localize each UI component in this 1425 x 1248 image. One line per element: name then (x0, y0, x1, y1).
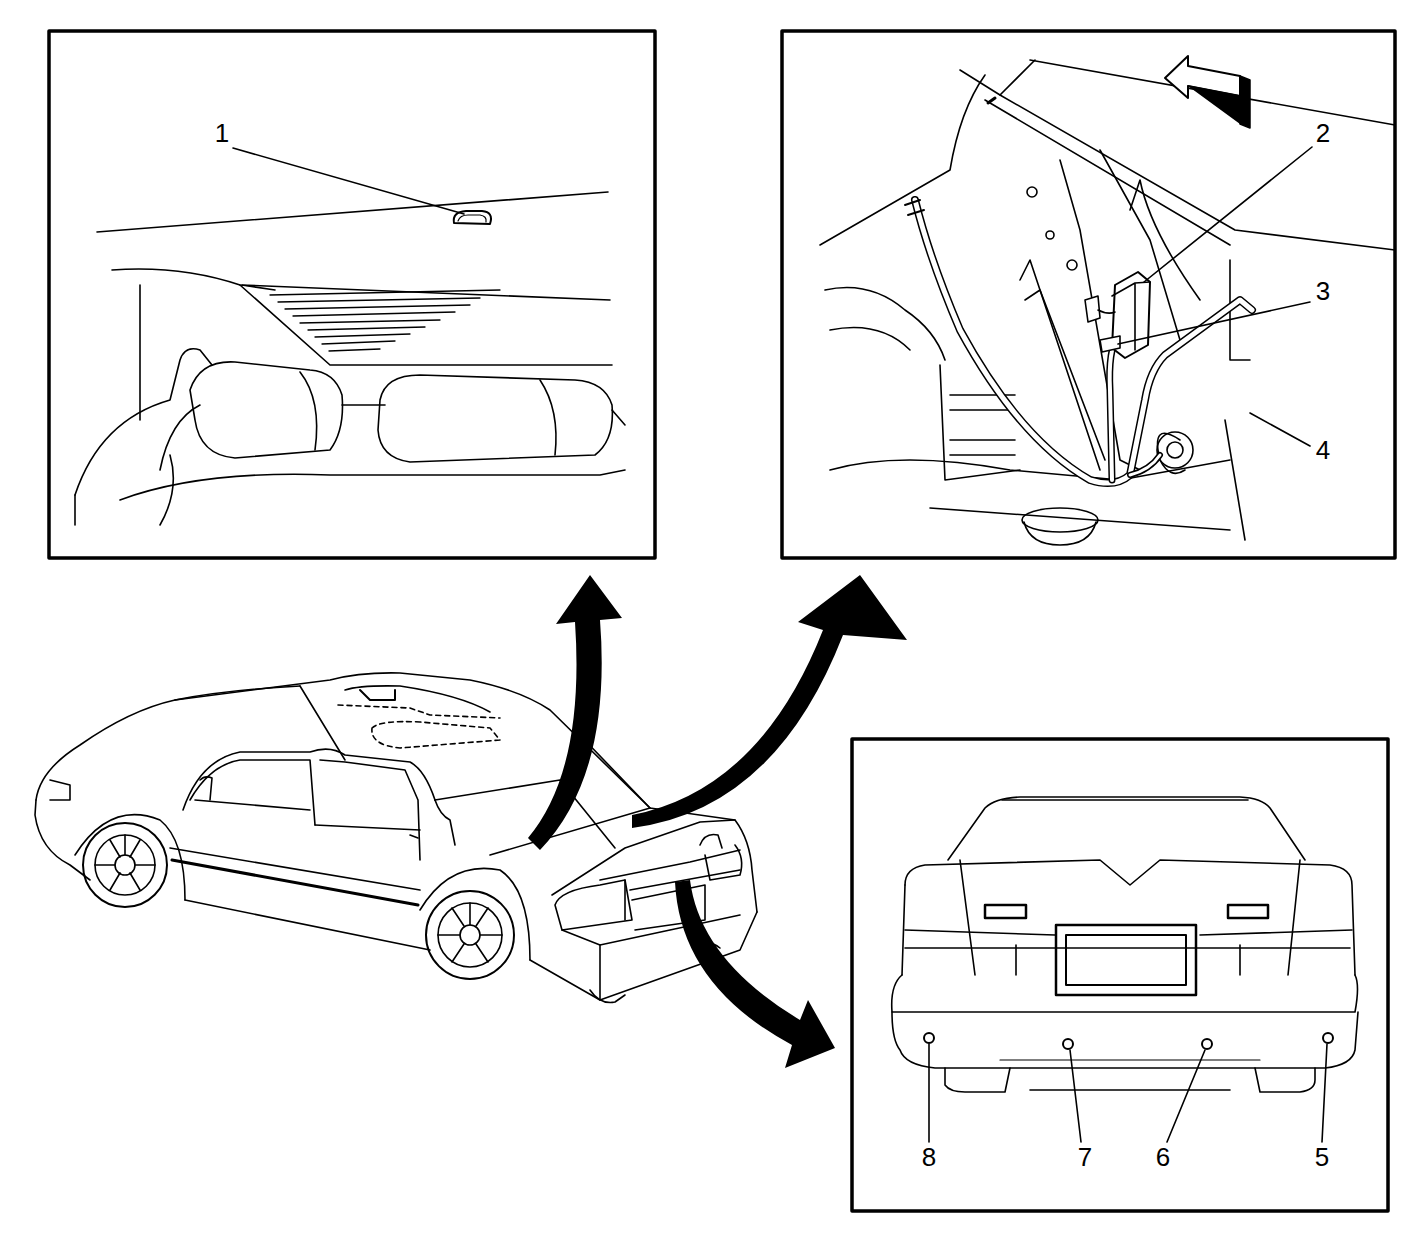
view-arrow (528, 575, 907, 1068)
sensor-dot (924, 1033, 934, 1043)
callout-number: 7 (1076, 1143, 1094, 1171)
callout-number: 5 (1313, 1143, 1331, 1171)
callout-number: 2 (1314, 119, 1332, 147)
detail-panel (852, 739, 1388, 1211)
sensor-dot (1323, 1033, 1333, 1043)
callout-number: 6 (1154, 1143, 1172, 1171)
interior-view (75, 192, 625, 525)
detail-panel (49, 31, 655, 558)
callout-number: 4 (1314, 436, 1332, 464)
sensor-dot (1063, 1039, 1073, 1049)
rear-view (892, 797, 1358, 1092)
callout-number: 8 (920, 1143, 938, 1171)
trunk-view (820, 56, 1395, 545)
car-illustration (35, 673, 757, 1003)
callout-number: 3 (1314, 277, 1332, 305)
sensor-dot (1202, 1039, 1212, 1049)
leader-line (233, 147, 1327, 1142)
callout-number: 1 (213, 119, 231, 147)
detail-panel (782, 31, 1395, 558)
